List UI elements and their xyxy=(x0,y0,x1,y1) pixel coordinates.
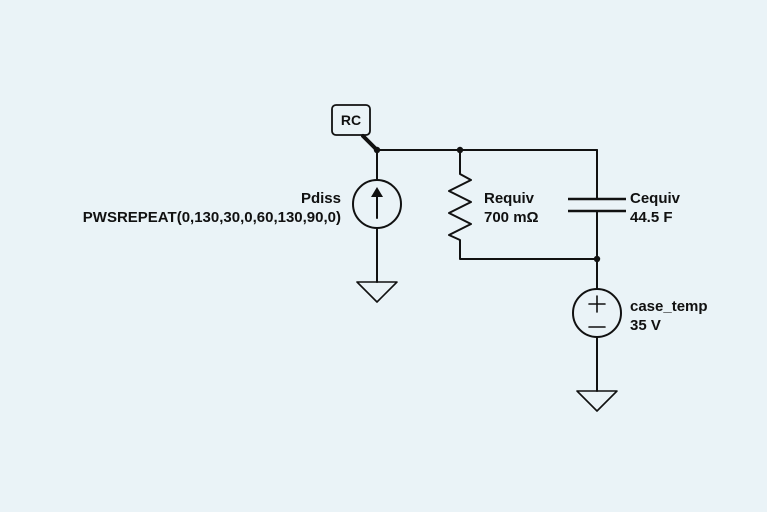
voltage-source-case-temp xyxy=(572,288,622,412)
requiv-name: Requiv xyxy=(484,190,535,207)
cequiv-name: Cequiv xyxy=(630,190,681,207)
case-temp-value: 35 V xyxy=(630,317,661,334)
ground-icon xyxy=(576,390,618,412)
capacitor-cequiv xyxy=(568,149,626,290)
net-label-text: RC xyxy=(341,112,361,128)
case-temp-name: case_temp xyxy=(630,298,708,315)
plus-icon xyxy=(588,295,606,313)
cequiv-value: 44.5 F xyxy=(630,209,673,226)
resistor-requiv xyxy=(448,149,598,260)
ground-icon xyxy=(356,281,398,303)
requiv-value: 700 mΩ xyxy=(484,209,539,226)
net-label-rc: RC xyxy=(331,104,379,152)
pdiss-value: PWSREPEAT(0,130,30,0,60,130,90,0) xyxy=(83,209,341,226)
pdiss-name: Pdiss xyxy=(301,190,341,207)
arrow-up-icon xyxy=(371,187,383,197)
current-source-pdiss xyxy=(352,149,402,303)
